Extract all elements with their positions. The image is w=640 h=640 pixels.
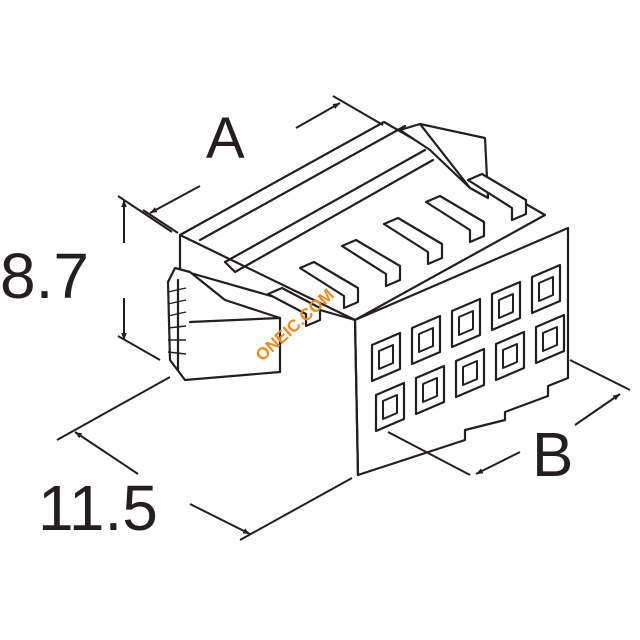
- dim-b-extension-right: [569, 359, 631, 391]
- dimension-width: [56, 376, 353, 541]
- lock-arm-ribs: [167, 287, 187, 355]
- dim-width-extension-right: [239, 477, 353, 541]
- dim-a-arrow-right: [295, 102, 341, 129]
- dim-a-label: A: [206, 106, 245, 171]
- cavity: [490, 280, 522, 332]
- lock-arm: [166, 266, 282, 382]
- cavity: [534, 313, 566, 365]
- cavity: [530, 263, 562, 315]
- cavity: [494, 330, 526, 382]
- cavity-grid: [370, 263, 566, 433]
- dim-height-extension-top: [117, 195, 173, 233]
- dim-width-extension-left: [56, 376, 171, 441]
- latch-slot: [298, 260, 360, 310]
- dim-width-arrow-right: [189, 503, 251, 535]
- dim-height-value: 8.7: [0, 240, 89, 312]
- latch-slots: [266, 172, 528, 328]
- dim-b-label: B: [532, 421, 573, 490]
- cavity: [374, 381, 406, 433]
- latch-slot: [466, 172, 528, 222]
- cavity: [410, 314, 442, 366]
- latch-slot: [382, 216, 444, 266]
- dimension-a: [142, 95, 384, 234]
- top-ridge: [198, 124, 407, 242]
- dim-a-arrow-left: [149, 185, 201, 214]
- cavity: [370, 331, 402, 383]
- latch-slot: [340, 238, 402, 288]
- dim-b-arrow-right: [574, 393, 621, 426]
- cavity: [454, 347, 486, 399]
- cavity: [414, 364, 446, 416]
- connector-body: [166, 120, 570, 477]
- dim-width-arrow-left: [74, 431, 139, 475]
- cavity: [450, 297, 482, 349]
- dimension-b: [387, 359, 631, 476]
- dim-a-extension-right: [332, 95, 384, 126]
- dimension-height: [117, 195, 173, 361]
- latch-slot: [424, 194, 486, 244]
- dim-b-extension-left: [387, 431, 471, 476]
- dim-width-value: 11.5: [38, 472, 158, 544]
- latch-slot: [266, 286, 322, 328]
- dim-b-arrow-left: [475, 451, 521, 475]
- dim-a-extension-left: [142, 209, 179, 234]
